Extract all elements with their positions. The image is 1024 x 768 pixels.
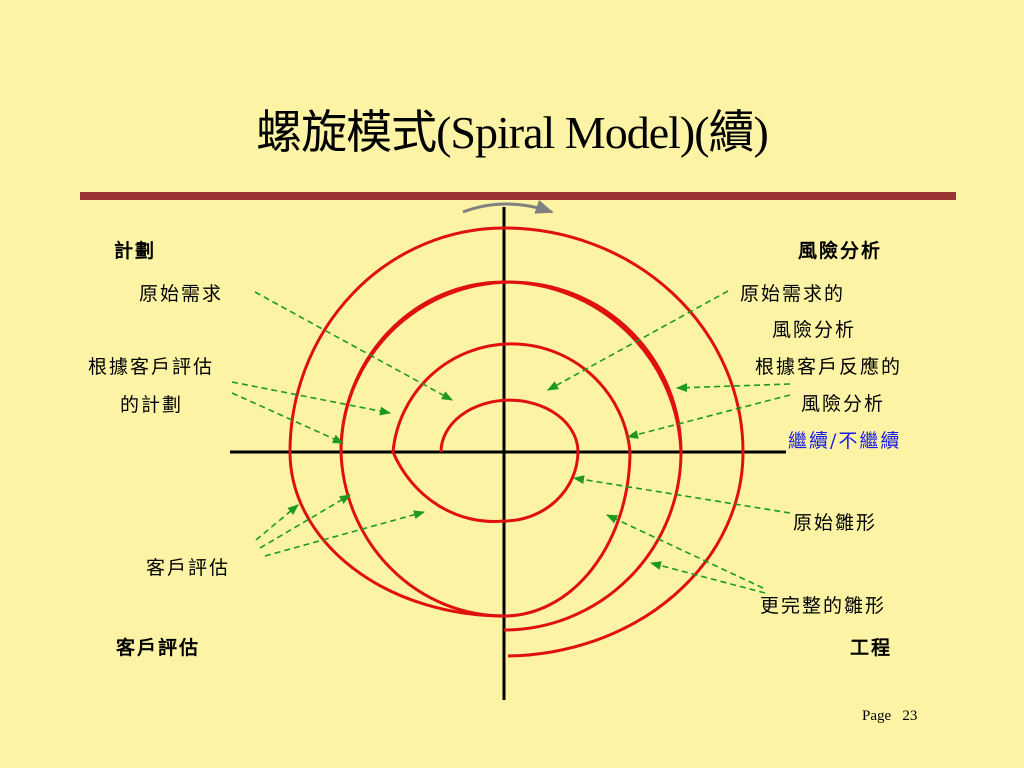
label-customer-eval: 客戶評估 — [146, 557, 231, 579]
arrow-full-prototype-2 — [649, 561, 766, 594]
arrow-risk-initial — [547, 290, 729, 391]
spiral-outermost — [288, 226, 745, 658]
arrow-risk-feedback — [675, 383, 791, 393]
arrow-eval-3 — [264, 510, 426, 557]
label-plan-line2: 的計劃 — [120, 394, 184, 416]
arrow-continue — [626, 394, 791, 439]
quadrant-customer-evaluation: 客戶評估 — [116, 637, 201, 659]
label-plan-line1: 根據客戶評估 — [88, 356, 215, 378]
arrow-full-prototype-1 — [605, 514, 764, 589]
rotation-arrow — [462, 199, 554, 214]
title-divider — [80, 192, 956, 200]
page-value: 23 — [902, 708, 918, 724]
spiral-path — [339, 280, 683, 618]
annotation-arrows — [231, 290, 791, 594]
spiral-outer — [339, 280, 683, 453]
arrow-eval-1 — [255, 504, 299, 541]
spiral-link — [288, 451, 505, 618]
label-initial-requirements: 原始需求 — [139, 283, 224, 305]
page-number: Page 23 — [862, 708, 917, 725]
label-risk-initial-line2: 風險分析 — [772, 319, 857, 341]
arrow-plan-2 — [231, 392, 345, 444]
arrow-eval-2 — [259, 494, 351, 549]
label-risk-feedback-line2: 風險分析 — [801, 393, 886, 415]
quadrant-engineering: 工程 — [850, 637, 893, 659]
label-risk-initial-line1: 原始需求的 — [740, 283, 846, 305]
arrow-plan-1 — [231, 381, 392, 416]
arrow-initial-req — [254, 291, 453, 401]
label-risk-feedback-line1: 根據客戶反應的 — [755, 356, 903, 378]
label-continue: 繼續/不繼續 — [788, 430, 902, 452]
arrow-prototype — [572, 475, 791, 514]
slide-title: 螺旋模式(Spiral Model)(續) — [256, 107, 769, 158]
quadrant-planning: 計劃 — [114, 240, 157, 262]
page-label: Page — [862, 708, 892, 724]
label-prototype: 原始雛形 — [793, 512, 878, 534]
quadrant-risk-analysis: 風險分析 — [798, 240, 883, 262]
label-full-prototype: 更完整的雛形 — [760, 595, 887, 617]
